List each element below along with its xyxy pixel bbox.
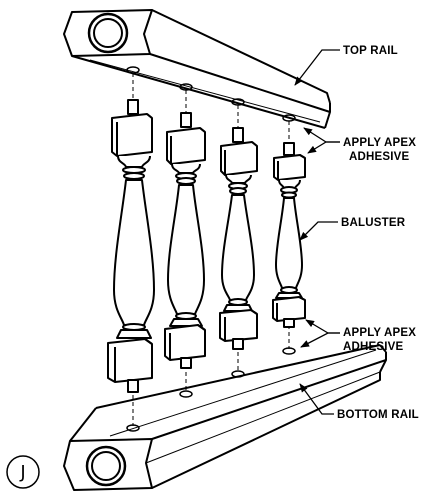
figure-marker-letter: J <box>19 462 25 483</box>
label-baluster: BALUSTER <box>341 217 406 229</box>
figure-marker: J <box>6 455 40 489</box>
bottom-rail-holes <box>126 347 296 432</box>
label-apply-adhesive-top-line2: ADHESIVE <box>349 151 410 163</box>
label-apply-adhesive-bottom-line1: APPLY APEX <box>343 327 416 339</box>
baluster-3 <box>219 127 258 350</box>
label-top-rail: TOP RAIL <box>343 45 398 57</box>
baluster-2 <box>164 112 206 369</box>
leader-lines <box>294 49 340 415</box>
baluster-4 <box>272 142 306 328</box>
label-apply-adhesive-top-line1: APPLY APEX <box>343 137 416 149</box>
baluster-1 <box>107 99 155 393</box>
alignment-lines <box>132 73 290 426</box>
label-bottom-rail: BOTTOM RAIL <box>337 409 419 421</box>
label-apply-adhesive-bottom-line2: ADHESIVE <box>343 341 404 353</box>
top-rail <box>63 9 331 129</box>
